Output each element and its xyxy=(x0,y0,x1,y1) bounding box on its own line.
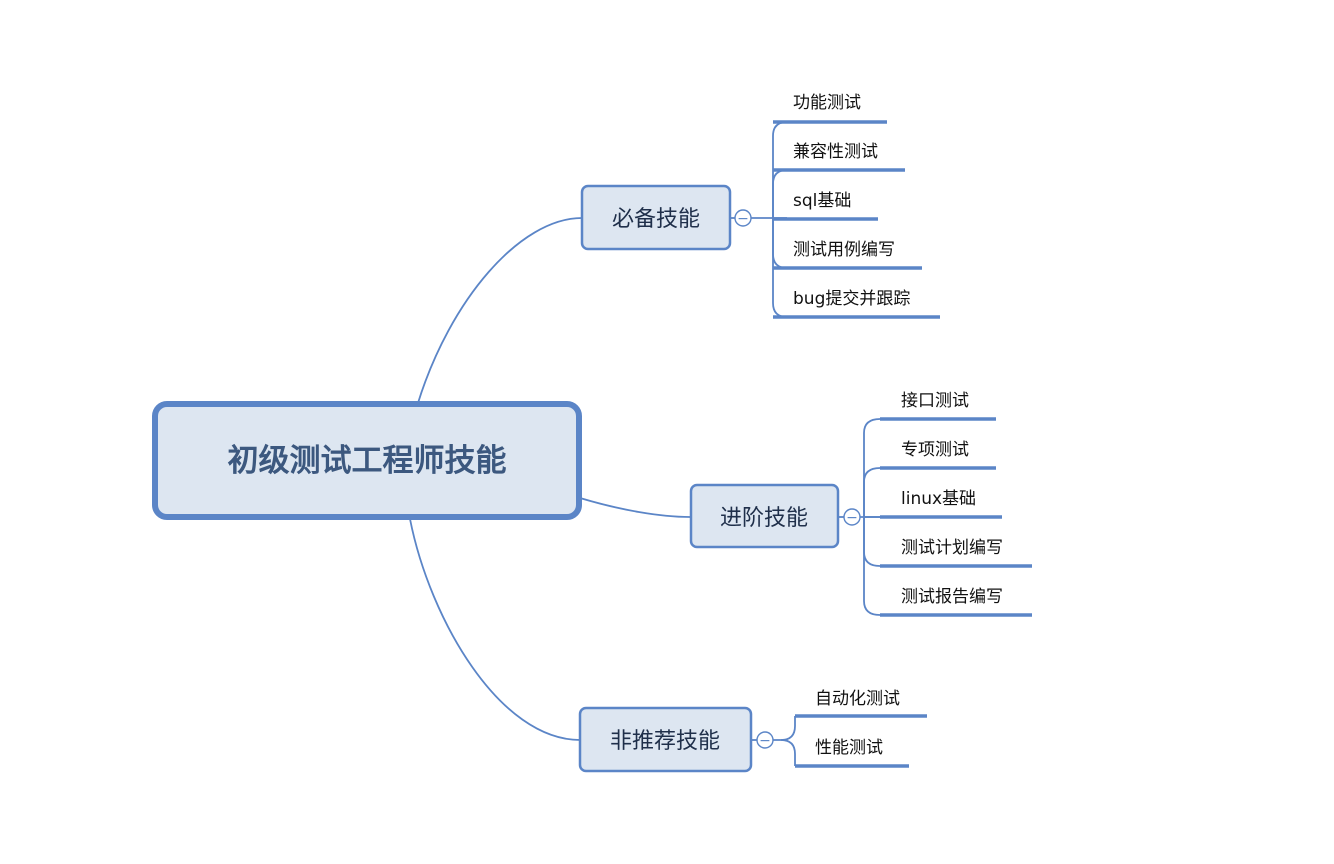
branch-label-advanced-skills: 进阶技能 xyxy=(720,506,808,531)
leaf-test-report-writing[interactable]: 测试报告编写 xyxy=(901,587,1003,607)
root-branch-connector-2 xyxy=(579,497,691,518)
collapse-button-advanced-skills[interactable]: − xyxy=(838,508,861,526)
collapse-minus-icon: − xyxy=(759,733,771,749)
leaf-linux-basics[interactable]: linux基础 xyxy=(901,489,976,509)
root-node-label: 初级测试工程师技能 xyxy=(228,443,507,479)
branch-node-advanced-skills[interactable] xyxy=(689,483,840,549)
branch-label-not-recommended-skills: 非推荐技能 xyxy=(610,729,720,754)
leaf-compatibility-testing[interactable]: 兼容性测试 xyxy=(793,142,878,162)
leaf-special-testing[interactable]: 专项测试 xyxy=(901,440,969,460)
leaf-bug-submit-tracking[interactable]: bug提交并跟踪 xyxy=(793,289,910,309)
branch3-leaf-connectors xyxy=(773,716,796,766)
leaf-sql-basics[interactable]: sql基础 xyxy=(793,191,851,211)
leaf-performance-testing[interactable]: 性能测试 xyxy=(815,738,883,758)
collapse-button-required-skills[interactable]: − xyxy=(730,209,752,227)
collapse-minus-icon: − xyxy=(846,510,858,526)
leaf-automation-testing[interactable]: 自动化测试 xyxy=(815,689,900,709)
root-branch-connector-1 xyxy=(417,217,583,404)
leaf-test-plan-writing[interactable]: 测试计划编写 xyxy=(901,538,1003,558)
branch-label-required-skills: 必备技能 xyxy=(612,207,700,232)
leaf-functional-testing[interactable]: 功能测试 xyxy=(793,93,861,113)
leaf-test-case-writing[interactable]: 测试用例编写 xyxy=(793,240,895,260)
leaf-interface-testing[interactable]: 接口测试 xyxy=(901,391,969,411)
collapse-minus-icon: − xyxy=(737,211,749,227)
root-node[interactable] xyxy=(152,401,582,520)
collapse-button-not-recommended-skills[interactable]: − xyxy=(751,731,774,749)
branch2-leaf-connectors xyxy=(860,418,881,616)
root-branch-connector-3 xyxy=(409,518,581,741)
